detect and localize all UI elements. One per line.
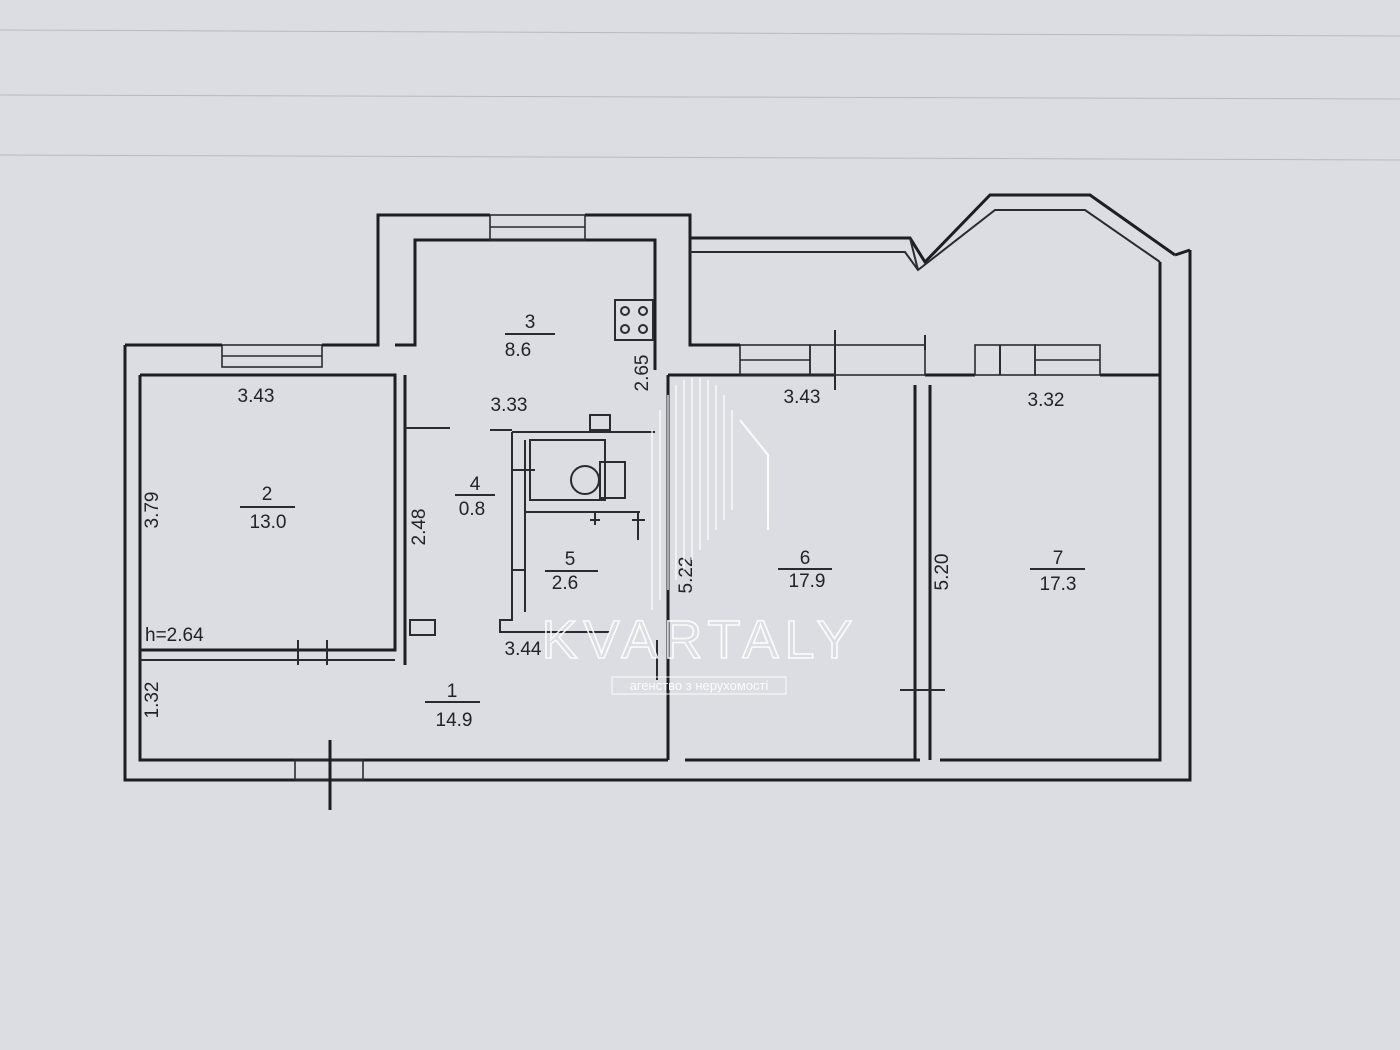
- room1-number: 1: [447, 681, 458, 702]
- balcony-door-room7: [974, 344, 1036, 376]
- dim-hall-width: 3.44: [505, 639, 542, 660]
- room2-number: 2: [262, 484, 273, 505]
- windows: [221, 214, 1101, 781]
- room5-number: 5: [565, 549, 576, 570]
- ceiling-height: h=2.64: [145, 625, 204, 646]
- room5-area: 2.6: [552, 573, 578, 594]
- dim-corridor-length: 2.48: [409, 509, 430, 546]
- dim-room3-length: 2.65: [632, 355, 653, 392]
- watermark-tagline: агенство з нерухомості: [630, 678, 769, 693]
- room4-number: 4: [470, 474, 481, 495]
- balcony: [690, 193, 1191, 375]
- dim-room6-width: 3.43: [784, 387, 821, 408]
- paper-scan-lines: [0, 29, 1400, 161]
- dim-room2-length: 3.79: [142, 492, 163, 529]
- room6-area: 17.9: [789, 571, 826, 592]
- dim-room7-width: 3.32: [1028, 390, 1065, 411]
- room2-area: 13.0: [250, 512, 287, 533]
- stove-icon: [614, 299, 654, 341]
- watermark-name: KVARTALY: [541, 610, 858, 670]
- room3-number: 3: [525, 312, 536, 333]
- watermark-logo: KVARTALY агенство з нерухомості: [541, 378, 858, 695]
- balcony-door-room6: [809, 344, 926, 376]
- dim-room6-length: 5.22: [676, 557, 697, 594]
- dim-room3-width: 3.33: [491, 395, 528, 416]
- room7-area: 17.3: [1040, 574, 1077, 595]
- dim-room7-length: 5.20: [932, 554, 953, 591]
- dimension-labels: 3.43 3.79 3.33 2.65 2.48 3.44 1.32 3.43 …: [142, 355, 1064, 719]
- exterior-walls: [123, 213, 1192, 782]
- room6-number: 6: [800, 548, 811, 569]
- room7-number: 7: [1053, 548, 1064, 569]
- fixtures: [140, 299, 1001, 810]
- dim-hall-length: 1.32: [142, 682, 163, 719]
- room-labels: 3 8.6 2 13.0 4 0.8 5 2.6 6 17.9 7 17.3 1…: [240, 312, 1085, 731]
- toilet-icon: [570, 465, 600, 495]
- pipe-icon: [589, 414, 611, 431]
- dim-room2-width: 3.43: [238, 386, 275, 407]
- room3-area: 8.6: [505, 340, 531, 361]
- room4-area: 0.8: [459, 499, 485, 520]
- room1-area: 14.9: [436, 710, 473, 731]
